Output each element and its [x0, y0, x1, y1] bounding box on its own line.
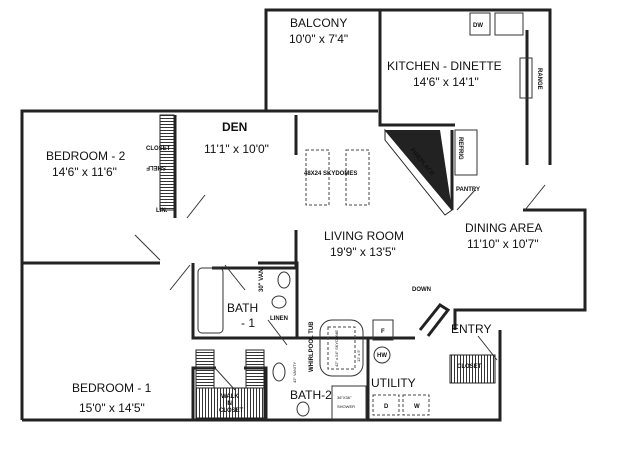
dining-area-label: DINING AREA: [465, 221, 542, 235]
stairs-down: [418, 303, 451, 337]
whirlpool-label: WHIRLPOOL TUB: [309, 321, 315, 372]
closet-label: CLOSET: [146, 146, 171, 152]
den-label: DEN: [222, 120, 247, 134]
washer-label: W: [414, 404, 420, 410]
bedroom2-label: BEDROOM - 2: [46, 149, 126, 163]
bedroom2-size: 14'6" x 11'6": [52, 165, 117, 179]
balcony-size: 10'0" x 7'4": [289, 32, 348, 46]
skydome-right: [345, 149, 370, 206]
shower: [331, 385, 367, 421]
entry-label: ENTRY: [451, 322, 491, 336]
dw-label: DW: [473, 23, 483, 29]
lin-label: LIN.: [156, 208, 168, 214]
bath2-sink: [272, 362, 286, 382]
water-heater: [373, 346, 391, 364]
bath2-label: BATH-2: [290, 388, 332, 402]
tub-size-label: 12' x 5': [356, 349, 361, 362]
bath1-label: BATH: [227, 301, 258, 315]
walk-in-closet-shelf: [195, 387, 265, 419]
shower-label: SHOWER: [337, 404, 355, 409]
bedroom1-size: 15'0" x 14'5": [79, 401, 145, 415]
walls: [20, 8, 587, 422]
living-room-size: 19'9" x 13'5": [330, 245, 396, 259]
fixtures: [134, 12, 546, 421]
range-label: RANGE: [536, 68, 542, 90]
bedroom1-label: BEDROOM - 1: [72, 381, 152, 395]
pantry-label: PANTRY: [456, 187, 480, 193]
shower-size-label: 36"X36": [337, 395, 352, 400]
linen-label: LINEN: [270, 316, 288, 322]
kitchen-size: 14'6" x 14'1": [413, 75, 479, 89]
bath2-toilet: [296, 401, 310, 417]
walk-in-label-2: IN: [226, 401, 232, 407]
water-heater-label: HW: [377, 353, 387, 359]
skydome-left: [305, 149, 330, 206]
bath1-sink: [277, 271, 291, 289]
walk-in-label-3: CLOSET: [219, 408, 244, 414]
closet-shelves: [159, 114, 175, 211]
range: [519, 57, 533, 99]
den-size: 11'1" x 10'0": [204, 142, 269, 156]
refrigerator: [454, 129, 478, 176]
bathtub: [197, 267, 224, 334]
bath1-label-2: - 1: [241, 316, 255, 330]
walk-in-label-1: WALK: [221, 394, 239, 400]
dryer-label: D: [384, 404, 389, 410]
furnace: [372, 319, 394, 341]
bath1-toilet: [271, 295, 287, 309]
skydomes-label: 48X24 SKYDOMES: [304, 171, 357, 177]
furnace-label: F: [381, 329, 385, 335]
vanity2-label: 42" VANITY: [292, 362, 297, 383]
sink: [494, 12, 524, 36]
entry-closet: [449, 354, 496, 384]
kitchen-label: KITCHEN - DINETTE: [387, 59, 502, 73]
dishwasher: [469, 12, 491, 36]
shelf-label: SHELF: [146, 164, 166, 170]
dining-area-size: 11'10" x 10'7": [467, 237, 539, 251]
washer: [402, 394, 430, 416]
utility-label: UTILITY: [371, 376, 416, 390]
down-label: DOWN: [412, 287, 431, 293]
living-room-label: LIVING ROOM: [324, 229, 404, 243]
whirlpool-tub: [319, 319, 364, 377]
refrig-label: REFRIG: [457, 137, 463, 160]
balcony-label: BALCONY: [290, 16, 347, 30]
tub-skydome: [327, 326, 356, 370]
room-labels: BALCONY 10'0" x 7'4" KITCHEN - DINETTE 1…: [46, 16, 542, 415]
vanity-label: 30" VAN.: [259, 267, 265, 292]
entry-closet-label: CLOSET: [457, 364, 482, 370]
tub-skydome-label: 42" x 24" SKYDOME: [334, 330, 339, 367]
dryer: [372, 394, 400, 416]
